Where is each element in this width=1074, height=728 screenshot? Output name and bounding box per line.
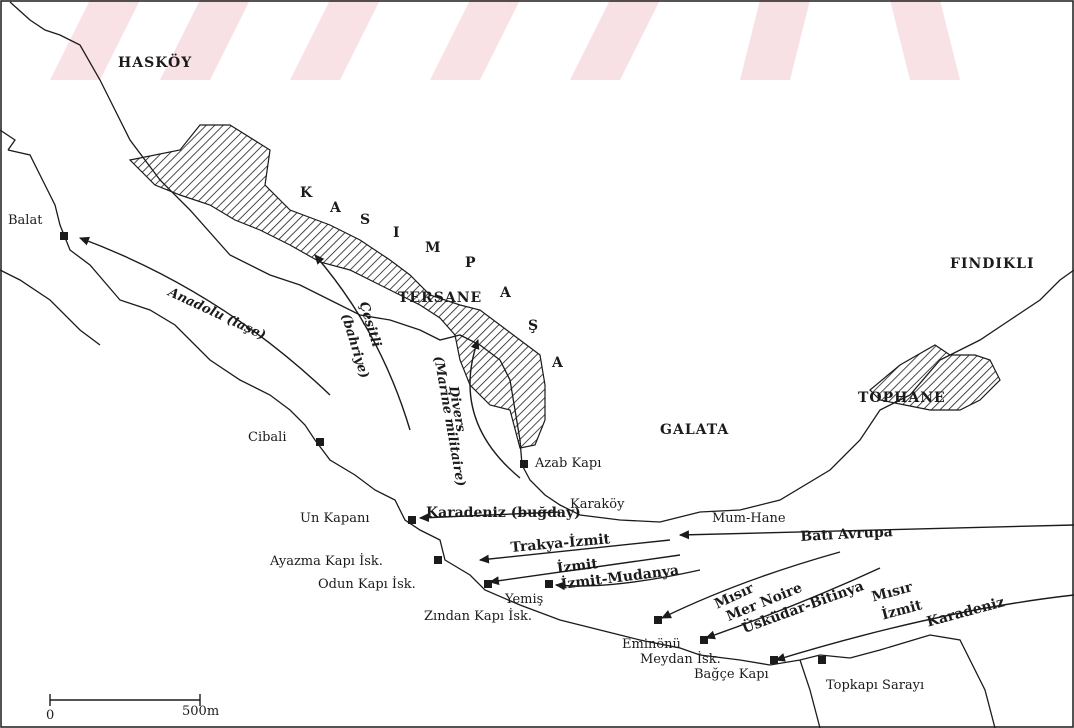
place-label-ayazma: Ayazma Kapı İsk. (270, 554, 383, 569)
district-label-tersane: TERSANE (398, 290, 483, 306)
izmit-karadeniz-route (774, 594, 1074, 662)
northern-shore (9, 1, 661, 523)
scale-label-distance: 500m (182, 704, 220, 719)
district-label-haskoy: HASKÖY (118, 55, 193, 71)
place-label-odun: Odun Kapı İsk. (318, 577, 416, 592)
place-label-topkapi: Topkapı Sarayı (826, 678, 925, 693)
mer-noire-route (704, 567, 881, 640)
district-label-findikli: FINDIKLI (950, 256, 1035, 272)
scale-label-zero: 0 (46, 708, 55, 723)
place-label-karakoy: Karaköy (570, 497, 625, 512)
left-shore-extra (0, 129, 16, 151)
place-label-bagce: Bağçe Kapı (694, 667, 769, 682)
place-label-zindan: Zından Kapı İsk. (424, 609, 533, 624)
place-label-azab-kapi: Azab Kapı (535, 456, 602, 471)
district-label-kasimpasa-letter: I (393, 225, 401, 241)
misir-route-1 (660, 551, 841, 619)
izmit-mudanya-route (554, 569, 701, 591)
place-label-yemis: Yemiş (505, 592, 544, 607)
kasimpasa-hatched-area (128, 124, 546, 449)
district-label-kasimpasa-letter: K (300, 185, 314, 201)
divers-route (469, 338, 521, 479)
izmit-route (488, 554, 681, 586)
bati-avrupa-route (678, 524, 1074, 540)
district-label-kasimpasa-letter: S (360, 212, 372, 228)
place-label-mum-hane: Mum-Hane (712, 511, 786, 526)
route-label-karadeniz-bugday: Karadeniz (buğday) (426, 505, 581, 521)
district-label-kasimpasa-letter: A (330, 200, 342, 216)
lower-left-shore (0, 269, 101, 346)
place-label-cibali: Cibali (248, 430, 287, 445)
place-label-meydan: Meydan İsk. (640, 652, 721, 667)
district-label-kasimpasa-letter: Ş (528, 318, 540, 334)
district-label-tophane: TOPHANE (858, 390, 946, 406)
top-red-band (50, 0, 960, 80)
place-label-eminonu: Eminönü (622, 637, 681, 652)
quay-markers (60, 232, 826, 664)
cesitli-route (314, 254, 411, 431)
anadolu-route (78, 236, 331, 396)
scale-bar (49, 694, 201, 706)
topkapi-walls (799, 659, 821, 728)
tophane-hatched-area (869, 344, 1001, 411)
southern-shore (7, 149, 851, 666)
district-label-galata: GALATA (660, 422, 730, 438)
district-label-kasimpasa-letter: P (465, 255, 477, 271)
district-label-kasimpasa-letter: A (552, 355, 564, 371)
karadeniz-bugday-route (418, 511, 561, 523)
hatched-areas (128, 124, 1001, 449)
route-arrows (78, 236, 1074, 662)
district-label-kasimpasa-letter: A (500, 285, 512, 301)
place-label-balat: Balat (8, 213, 43, 228)
place-label-un-kapani: Un Kapanı (300, 511, 370, 526)
sarayburnu-shore (849, 634, 996, 728)
trakya-izmit-route (478, 539, 671, 564)
district-label-kasimpasa-letter: M (425, 240, 442, 256)
